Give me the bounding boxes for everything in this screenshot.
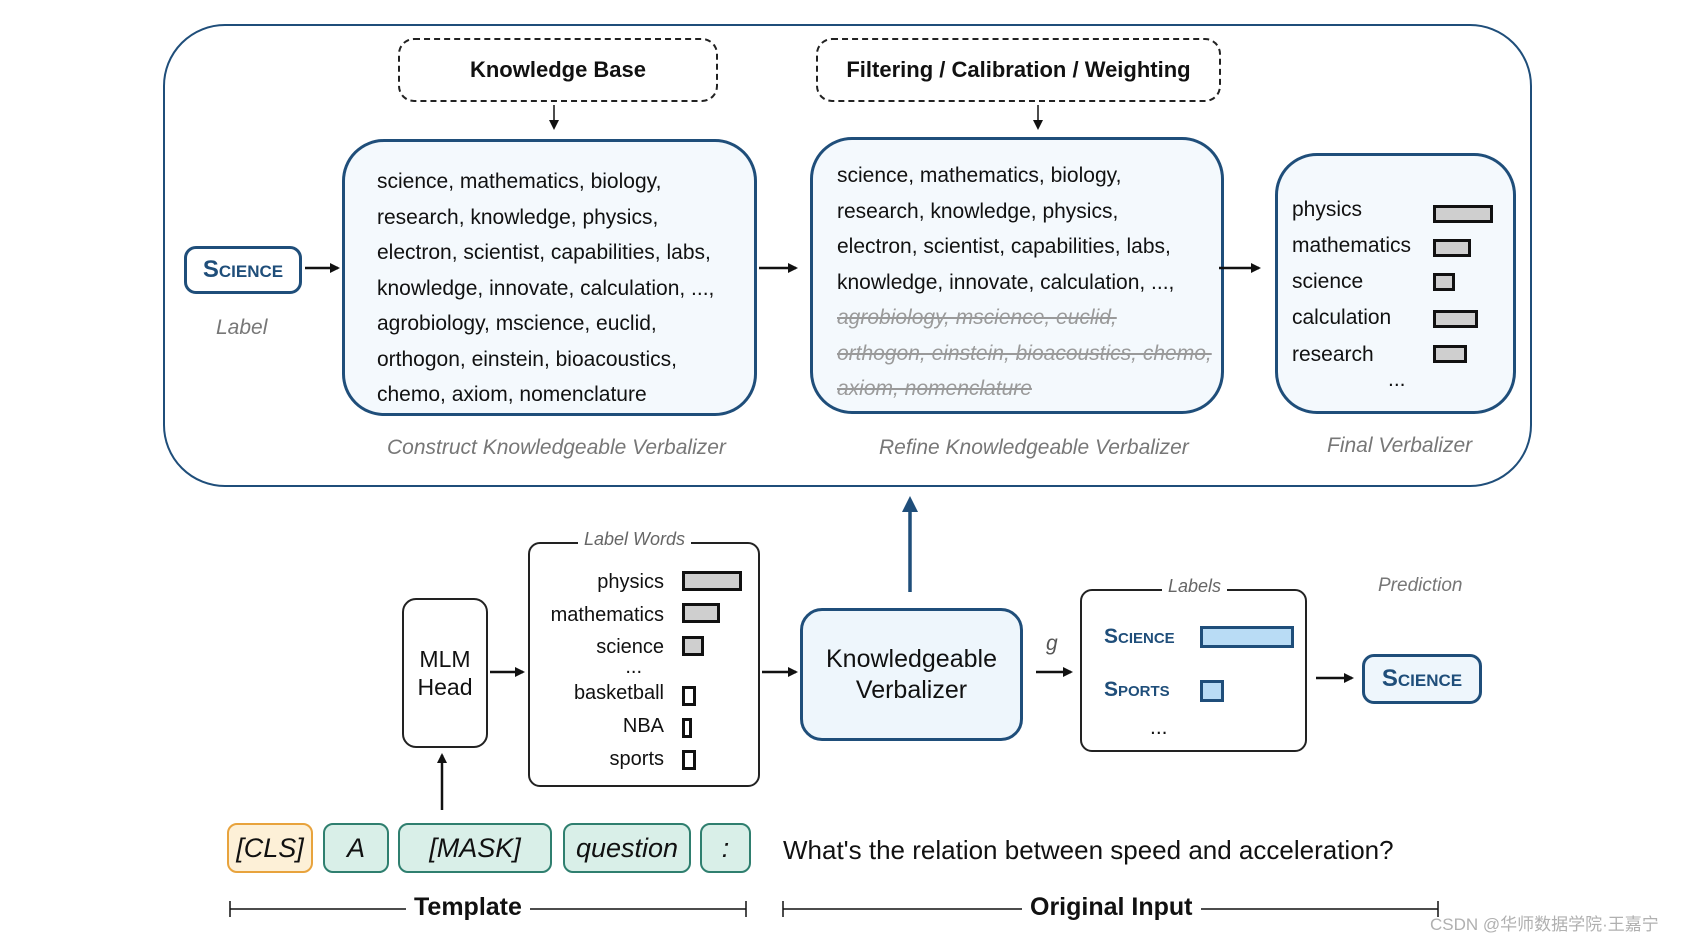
final-weight-bar <box>1433 205 1493 223</box>
label-word: physics <box>597 571 664 593</box>
refine-caption: Refine Knowledgeable Verbalizer <box>879 436 1189 459</box>
final-caption: Final Verbalizer <box>1327 434 1473 457</box>
token-colon: : <box>700 823 751 873</box>
construct-word-line: electron, scientist, capabilities, labs, <box>377 241 711 264</box>
original-question: What's the relation between speed and ac… <box>783 835 1394 865</box>
label-science-pill: Science <box>184 246 302 294</box>
final-verbalizer-box <box>1275 153 1516 414</box>
construct-word-line: orthogon, einstein, bioacoustics, <box>377 347 678 371</box>
prediction-text: Science <box>1381 665 1463 692</box>
label-science: Science <box>1104 625 1175 648</box>
token-cls: [CLS] <box>227 823 313 873</box>
g-function-label: g <box>1046 632 1058 655</box>
final-weight-bar <box>1433 345 1467 363</box>
final-word: research <box>1292 343 1374 366</box>
removed-word-line: orthogon, einstein, bioacoustics, chemo, <box>837 341 1212 365</box>
construct-word-line: research, knowledge, physics, <box>377 205 659 229</box>
label-words-ellipsis: ... <box>625 656 642 678</box>
labels-title: Labels <box>1162 576 1228 597</box>
refine-word-line: research, knowledge, physics, <box>837 199 1119 223</box>
token-colon-text: : <box>721 832 730 863</box>
label-word-bar <box>682 636 704 656</box>
filtering-box: Filtering / Calibration / Weighting <box>816 38 1221 102</box>
kv-line-1: Knowledgeable <box>826 644 997 673</box>
labels-box <box>1080 589 1307 752</box>
final-weight-bar <box>1433 239 1471 257</box>
refine-word-line: knowledge, innovate, calculation, ..., <box>837 270 1175 294</box>
label-word-bar <box>682 571 742 591</box>
refine-verbalizer-box: science, mathematics, biology, research,… <box>810 137 1224 414</box>
label-science-bar <box>1200 626 1294 648</box>
final-weight-bar <box>1433 273 1455 291</box>
label-science-text: Science <box>202 256 284 283</box>
labels-ellipsis: ... <box>1150 716 1168 739</box>
final-word: mathematics <box>1292 234 1412 257</box>
construct-word-line: science, mathematics, biology, <box>377 170 662 193</box>
final-word: calculation <box>1292 306 1392 329</box>
prediction-title: Prediction <box>1378 575 1463 596</box>
knowledgeable-verbalizer-panel <box>163 24 1532 487</box>
kv-line-2: Verbalizer <box>855 675 968 704</box>
token-mask-text: [MASK] <box>429 832 521 863</box>
token-a-text: A <box>346 832 365 863</box>
mlm-text: MLM <box>419 646 471 672</box>
prediction-pill: Science <box>1362 654 1482 704</box>
label-word-bar <box>682 718 692 738</box>
final-weight-bar <box>1433 310 1478 328</box>
construct-word-line: knowledge, innovate, calculation, ..., <box>377 276 715 300</box>
label-word-bar <box>682 603 720 623</box>
filtering-label: Filtering / Calibration / Weighting <box>846 57 1191 82</box>
template-label: Template <box>406 893 530 922</box>
token-a: A <box>323 823 389 873</box>
removed-word-line: axiom, nomenclature <box>837 377 1032 400</box>
refine-word-line: science, mathematics, biology, <box>837 164 1122 187</box>
knowledge-base-label: Knowledge Base <box>469 57 647 82</box>
head-text: Head <box>417 674 473 700</box>
refine-word-line: electron, scientist, capabilities, labs, <box>837 235 1171 258</box>
watermark: CSDN @华师数据学院·王嘉宁 <box>1430 915 1659 934</box>
token-cls-text: [CLS] <box>236 832 304 863</box>
label-word: NBA <box>622 715 664 737</box>
label-words-title: Label Words <box>578 529 692 550</box>
final-word: physics <box>1292 198 1363 221</box>
label-word-bar <box>682 686 696 706</box>
construct-caption: Construct Knowledgeable Verbalizer <box>387 436 726 459</box>
label-word-bar <box>682 750 696 770</box>
label-word: mathematics <box>550 604 664 626</box>
removed-word-line: agrobiology, mscience, euclid, <box>837 306 1117 329</box>
final-word: science <box>1292 270 1364 293</box>
label-word: basketball <box>573 682 664 704</box>
label-sports-bar <box>1200 680 1224 702</box>
label-word: science <box>596 636 664 658</box>
knowledge-base-box: Knowledge Base <box>398 38 718 102</box>
token-question: question <box>563 823 691 873</box>
original-input-label: Original Input <box>1022 893 1201 922</box>
token-mask: [MASK] <box>398 823 552 873</box>
token-question-text: question <box>575 832 679 863</box>
construct-verbalizer-box: science, mathematics, biology, research,… <box>342 139 757 416</box>
label-caption: Label <box>216 316 268 339</box>
construct-word-line: chemo, axiom, nomenclature <box>377 383 647 406</box>
label-sports: Sports <box>1104 678 1170 701</box>
label-word: sports <box>609 748 664 770</box>
final-ellipsis: ... <box>1388 368 1406 391</box>
construct-word-line: agrobiology, mscience, euclid, <box>377 312 657 335</box>
